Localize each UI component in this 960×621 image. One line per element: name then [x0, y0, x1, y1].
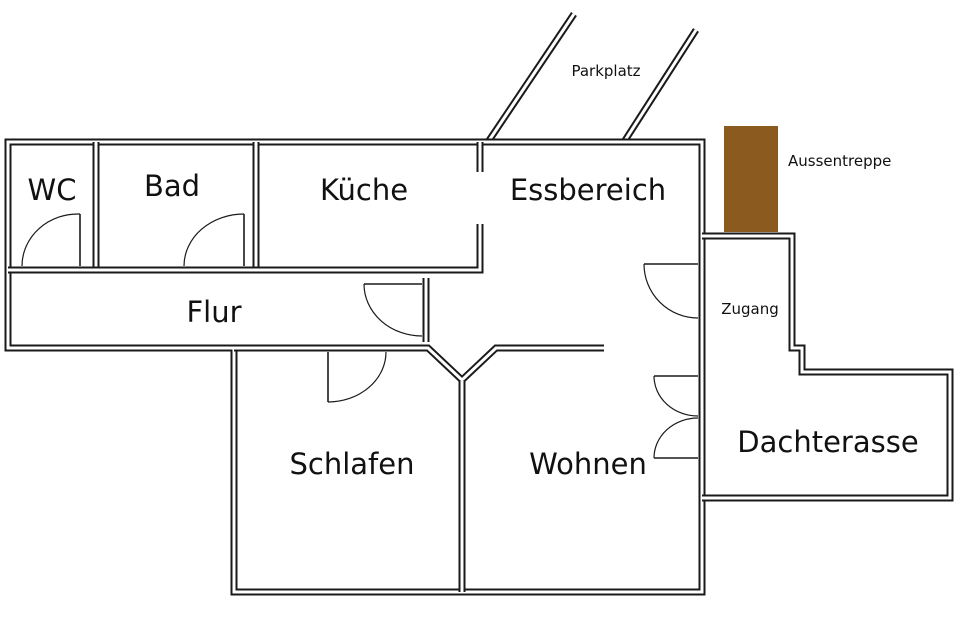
external-stair [724, 126, 778, 232]
label-aussentreppe: Aussentreppe [788, 152, 891, 170]
room-label-dachterasse: Dachterasse [737, 425, 918, 459]
room-label-bad: Bad [144, 169, 200, 203]
room-label-flur: Flur [186, 295, 241, 329]
door-zugang [643, 263, 699, 319]
door-terrace-lower [653, 417, 699, 459]
room-label-kueche: Küche [320, 173, 408, 207]
exterior-walls [4, 138, 954, 596]
annotations: Parkplatz Aussentreppe Zugang [571, 62, 891, 318]
door-terrace-upper [653, 375, 699, 417]
door-flur [363, 283, 423, 337]
interior-walls [8, 142, 604, 592]
room-label-wohnen: Wohnen [529, 447, 647, 481]
room-label-essbereich: Essbereich [510, 173, 666, 207]
room-label-wc: WC [28, 173, 77, 207]
room-labels: WC Bad Küche Essbereich Flur Schlafen Wo… [28, 169, 919, 481]
doors [21, 213, 699, 459]
parking-access-lines [485, 12, 699, 144]
label-parkplatz: Parkplatz [571, 62, 640, 80]
door-schlafen [327, 351, 387, 403]
room-label-schlafen: Schlafen [290, 447, 415, 481]
label-zugang: Zugang [721, 300, 779, 318]
door-wc [21, 213, 81, 267]
door-bad [183, 213, 245, 267]
